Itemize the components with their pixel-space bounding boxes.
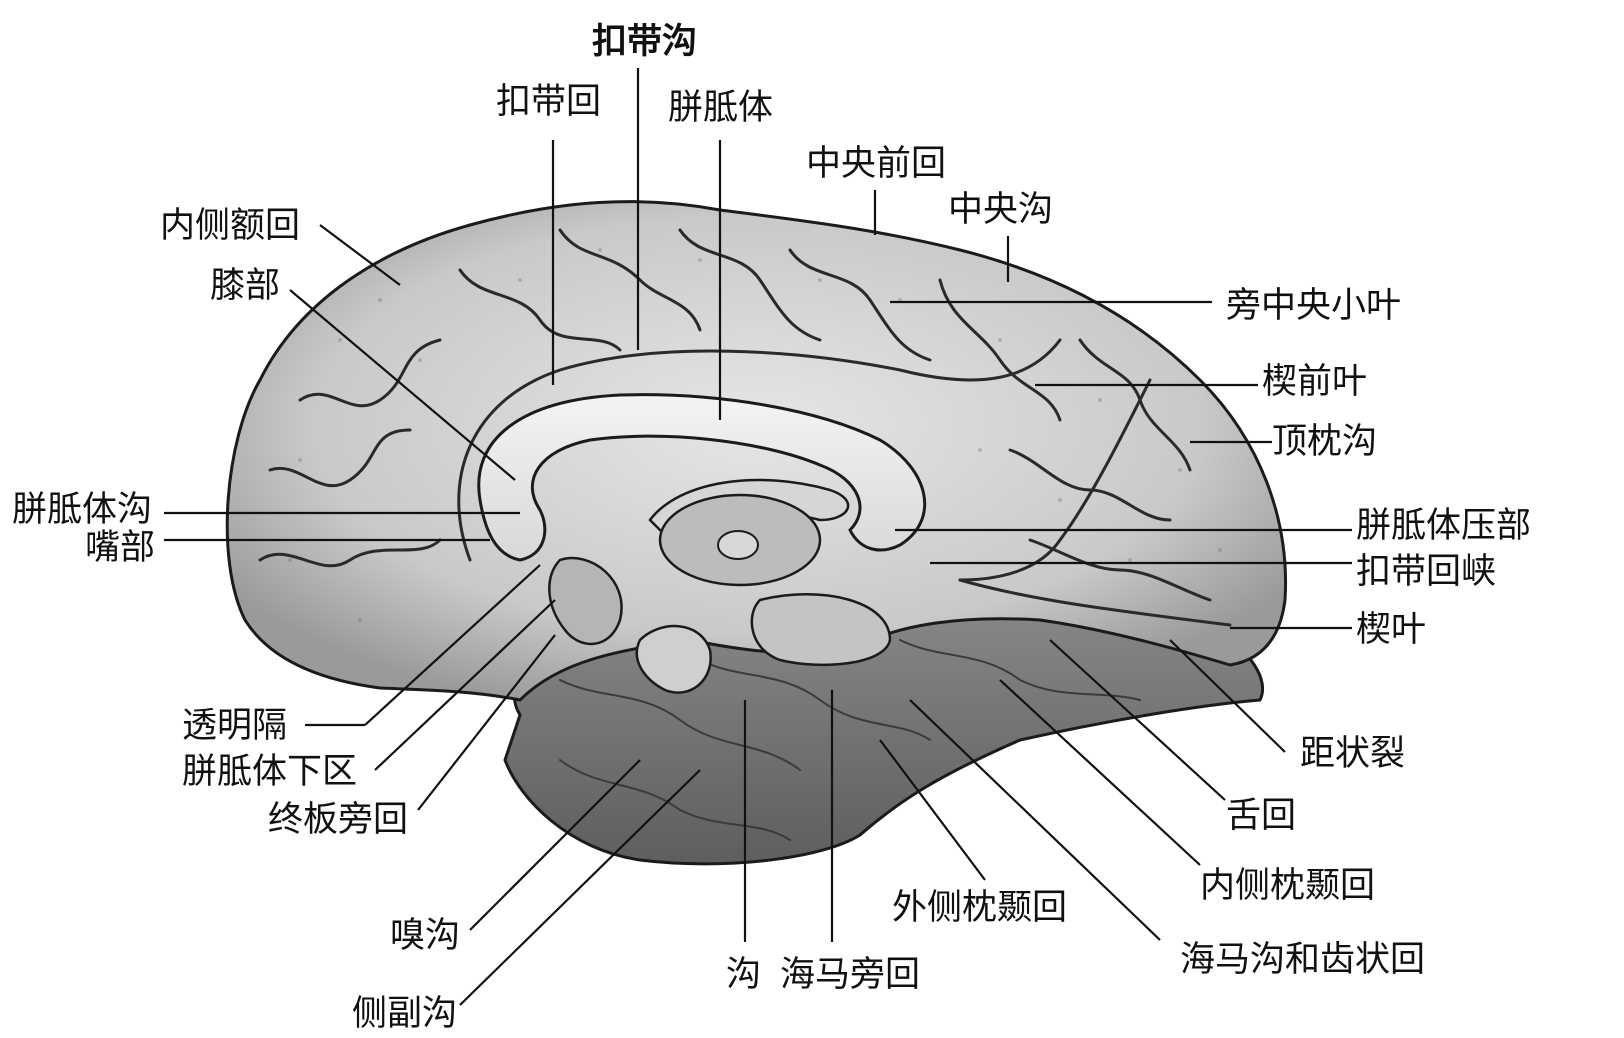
label-subcallosal-area: 胼胝体下区 [182,752,358,792]
label-precentral-gyrus: 中央前回 [806,144,947,184]
label-lingual-gyrus: 舌回 [1226,796,1297,836]
label-uncus: 沟 [726,955,762,995]
cingulate-sulcus-line [457,338,1062,562]
label-hippocampal-sulcus-dentate-gyrus: 海马沟和齿状回 [1180,940,1426,980]
label-cingulate-gyrus: 扣带回 [496,82,602,122]
gyral-folds [258,228,1212,841]
label-genu: 膝部 [210,266,281,306]
label-precuneus: 楔前叶 [1262,362,1368,402]
label-corpus-callosum: 胼胝体 [668,88,774,128]
label-medial-occipitotemporal-gyrus: 内侧枕颞回 [1200,866,1376,906]
label-parieto-occipital-sulcus: 顶枕沟 [1272,422,1378,462]
label-callosal-sulcus: 胼胝体沟 [12,490,153,530]
label-olfactory-sulcus: 嗅沟 [390,916,461,956]
parieto-occipital-sulcus-line [958,378,1152,582]
label-cingulate-sulcus: 扣带沟 [592,21,698,62]
label-paraterminal-gyrus: 终板旁回 [268,800,409,840]
label-cuneus: 楔叶 [1356,610,1427,650]
label-paracentral-lobule: 旁中央小叶 [1226,286,1402,326]
label-septum-pellucidum: 透明隔 [182,706,288,746]
midbrain-cut [635,624,712,694]
label-medial-frontal-gyrus: 内侧额回 [160,206,301,246]
cerebral-hemisphere-outline [225,200,1288,702]
label-rostrum: 嘴部 [85,528,156,568]
septum-pellucidum [548,556,623,646]
corpus-callosum [477,393,927,562]
calcarine-sulcus-line [958,578,1232,627]
label-central-sulcus: 中央沟 [948,190,1054,230]
interthalamic-adhesion [717,530,759,560]
label-calcarine-fissure: 距状裂 [1300,734,1406,774]
label-collateral-sulcus: 侧副沟 [352,994,458,1034]
cerebral-peduncle-cut [750,593,892,667]
label-cingulate-isthmus: 扣带回峡 [1356,552,1497,592]
leader-lines [164,68,1352,1006]
cortex-stipple [288,248,1222,622]
label-lateral-occipitotemporal-gyrus: 外侧枕颞回 [892,888,1068,928]
label-splenium: 胼胝体压部 [1356,506,1532,546]
label-parahippocampal-gyrus: 海马旁回 [780,955,921,995]
